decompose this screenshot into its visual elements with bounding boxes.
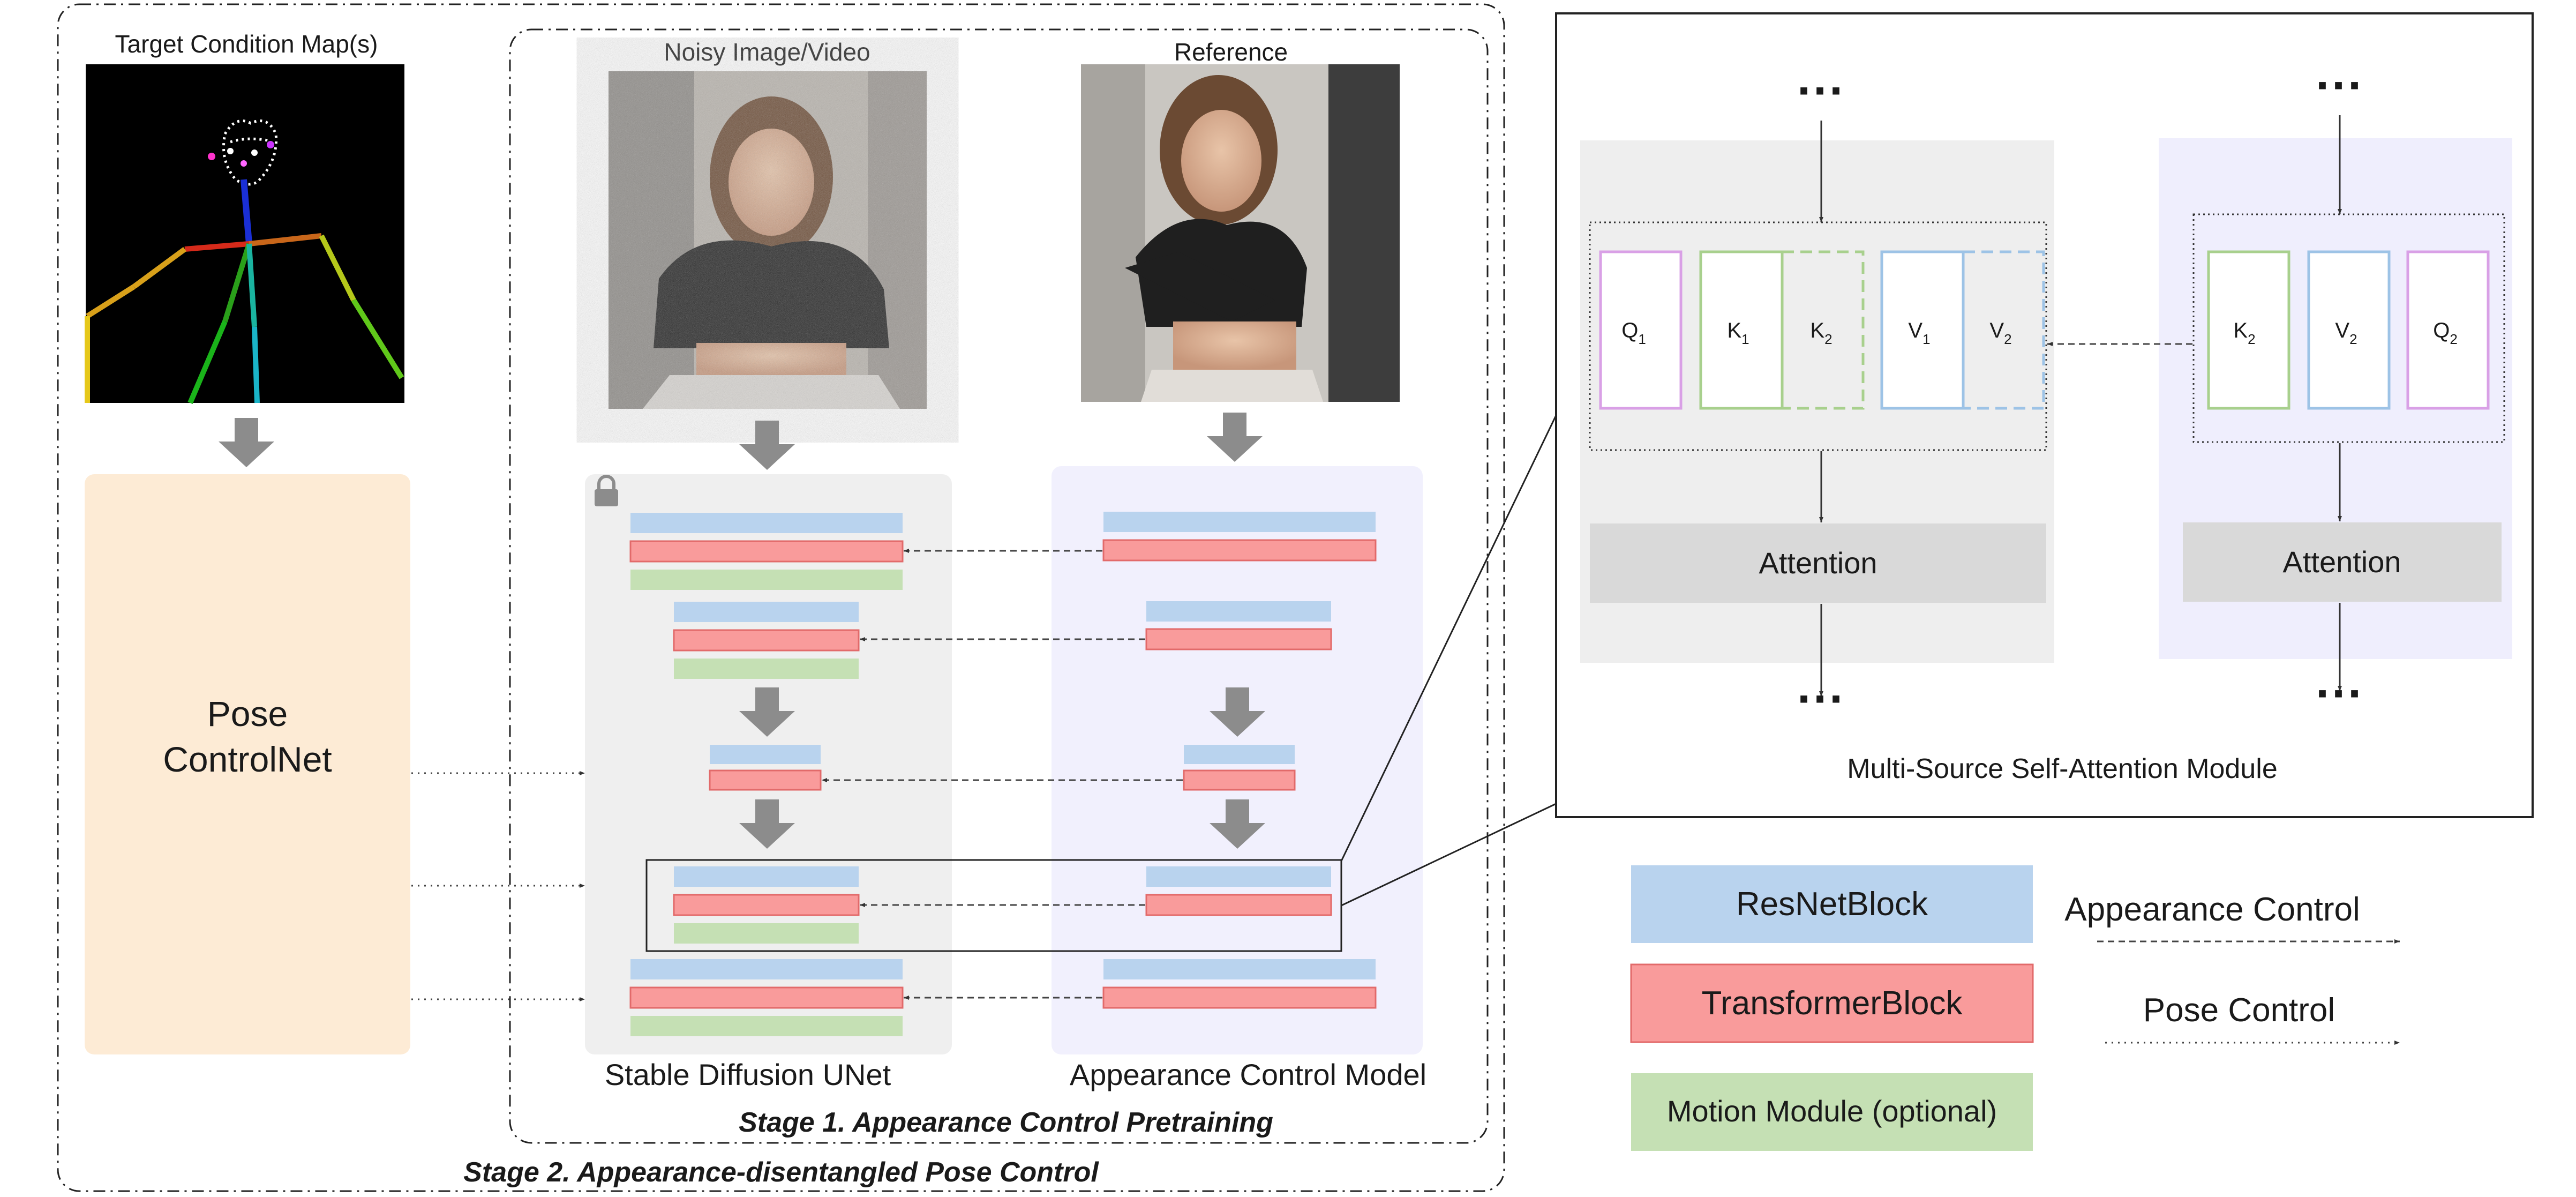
unet-transformer-block-5	[629, 986, 904, 1009]
unet-resnet-block-1	[630, 513, 903, 533]
unet-label: Stable Diffusion UNet	[605, 1058, 891, 1091]
ref-resnet-block-2	[1146, 601, 1331, 622]
unet-motion-block-2	[674, 659, 859, 679]
unet-transformer-block-3	[709, 769, 822, 791]
q1-label: Q1	[1621, 319, 1646, 347]
msa-right-kvq-group	[2192, 213, 2505, 443]
attention-right-box	[2183, 522, 2502, 602]
ref-resnet-block-1	[1103, 512, 1376, 532]
stage1-label: Stage 1. Appearance Control Pretraining	[739, 1107, 1273, 1138]
stage2-label: Stage 2. Appearance-disentangled Pose Co…	[463, 1157, 1099, 1188]
attention-left-label: Attention	[1759, 546, 1877, 580]
msa-left-top-ellipsis: ···	[1797, 64, 1845, 118]
legend-transformer-label: TransformerBlock	[1702, 985, 1963, 1022]
rq2-box	[2406, 250, 2490, 410]
msa-left-qkv-group	[1589, 221, 2047, 451]
legend-pose-control-label: Pose Control	[2143, 992, 2335, 1029]
target-condition-label: Target Condition Map(s)	[115, 30, 378, 58]
unet-resnet-block-3	[710, 745, 821, 764]
appearance-model-label: Appearance Control Model	[1070, 1058, 1426, 1091]
unet-resnet-block-2	[674, 602, 859, 622]
pose-skeleton-image	[85, 64, 404, 404]
pose-controlnet-label-2: ControlNet	[163, 739, 332, 779]
unet-motion-block-1	[630, 570, 903, 590]
legend-appearance-control-label: Appearance Control	[2064, 891, 2360, 928]
pose-controlnet-panel	[85, 474, 410, 1054]
unet-resnet-block-4	[674, 866, 859, 887]
k2-box	[1782, 250, 1865, 410]
k1-box	[1699, 250, 1784, 410]
reference-label: Reference	[1174, 38, 1288, 66]
lock-icon	[595, 475, 618, 506]
ref-resnet-block-5	[1103, 959, 1376, 979]
pose-controlnet-label-1: Pose	[207, 694, 288, 734]
legend-resnet-swatch	[1631, 865, 2033, 943]
v2-box	[1963, 250, 2045, 410]
ref-transformer-block-2	[1145, 628, 1332, 650]
stage2-border	[57, 3, 1505, 1192]
ref-transformer-block-4	[1145, 894, 1332, 916]
zoom-line-lower	[1341, 803, 1557, 907]
legend-motion-swatch	[1631, 1073, 2033, 1151]
legend-motion-label: Motion Module (optional)	[1667, 1094, 1997, 1128]
rk2-label: K2	[2233, 319, 2255, 347]
unet-transformer-block-2	[673, 629, 860, 652]
unet-resnet-block-5	[630, 959, 903, 979]
unet-motion-block-4	[674, 923, 859, 944]
legend-resnet-label: ResNetBlock	[1736, 886, 1928, 923]
q1-box	[1599, 250, 1683, 410]
ref-resnet-block-3	[1184, 745, 1295, 764]
attention-right-label: Attention	[2282, 545, 2401, 579]
msa-right-bottom-ellipsis: ···	[2316, 667, 2364, 721]
unet-transformer-block-4	[673, 894, 860, 916]
rv2-label: V2	[2335, 319, 2357, 347]
noisy-image-label: Noisy Image/Video	[664, 38, 870, 66]
unet-motion-block-5	[630, 1016, 903, 1036]
msa-right-top-ellipsis: ···	[2316, 59, 2364, 113]
rk2-box	[2207, 250, 2290, 410]
ref-transformer-block-1	[1102, 539, 1377, 562]
v2-label: V2	[1989, 319, 2011, 347]
zoom-line-upper	[1340, 415, 1557, 862]
attention-left-box	[1590, 523, 2046, 603]
noisy-image	[609, 71, 927, 409]
v1-label: V1	[1908, 319, 1930, 347]
ref-resnet-block-4	[1146, 866, 1331, 887]
ref-transformer-block-5	[1102, 986, 1377, 1009]
k2-label: K2	[1810, 319, 1832, 347]
k1-label: K1	[1727, 319, 1749, 347]
unet-transformer-block-1	[629, 540, 904, 563]
msa-title: Multi-Source Self-Attention Module	[1847, 753, 2278, 784]
rq2-label: Q2	[2433, 319, 2458, 347]
rv2-box	[2307, 250, 2391, 410]
v1-box	[1880, 250, 1965, 410]
legend-transformer-swatch	[1630, 963, 2034, 1043]
ref-transformer-block-3	[1183, 769, 1296, 791]
msa-left-bottom-ellipsis: ···	[1797, 672, 1845, 726]
reference-image	[1081, 64, 1400, 402]
stage1-border	[509, 28, 1489, 1144]
